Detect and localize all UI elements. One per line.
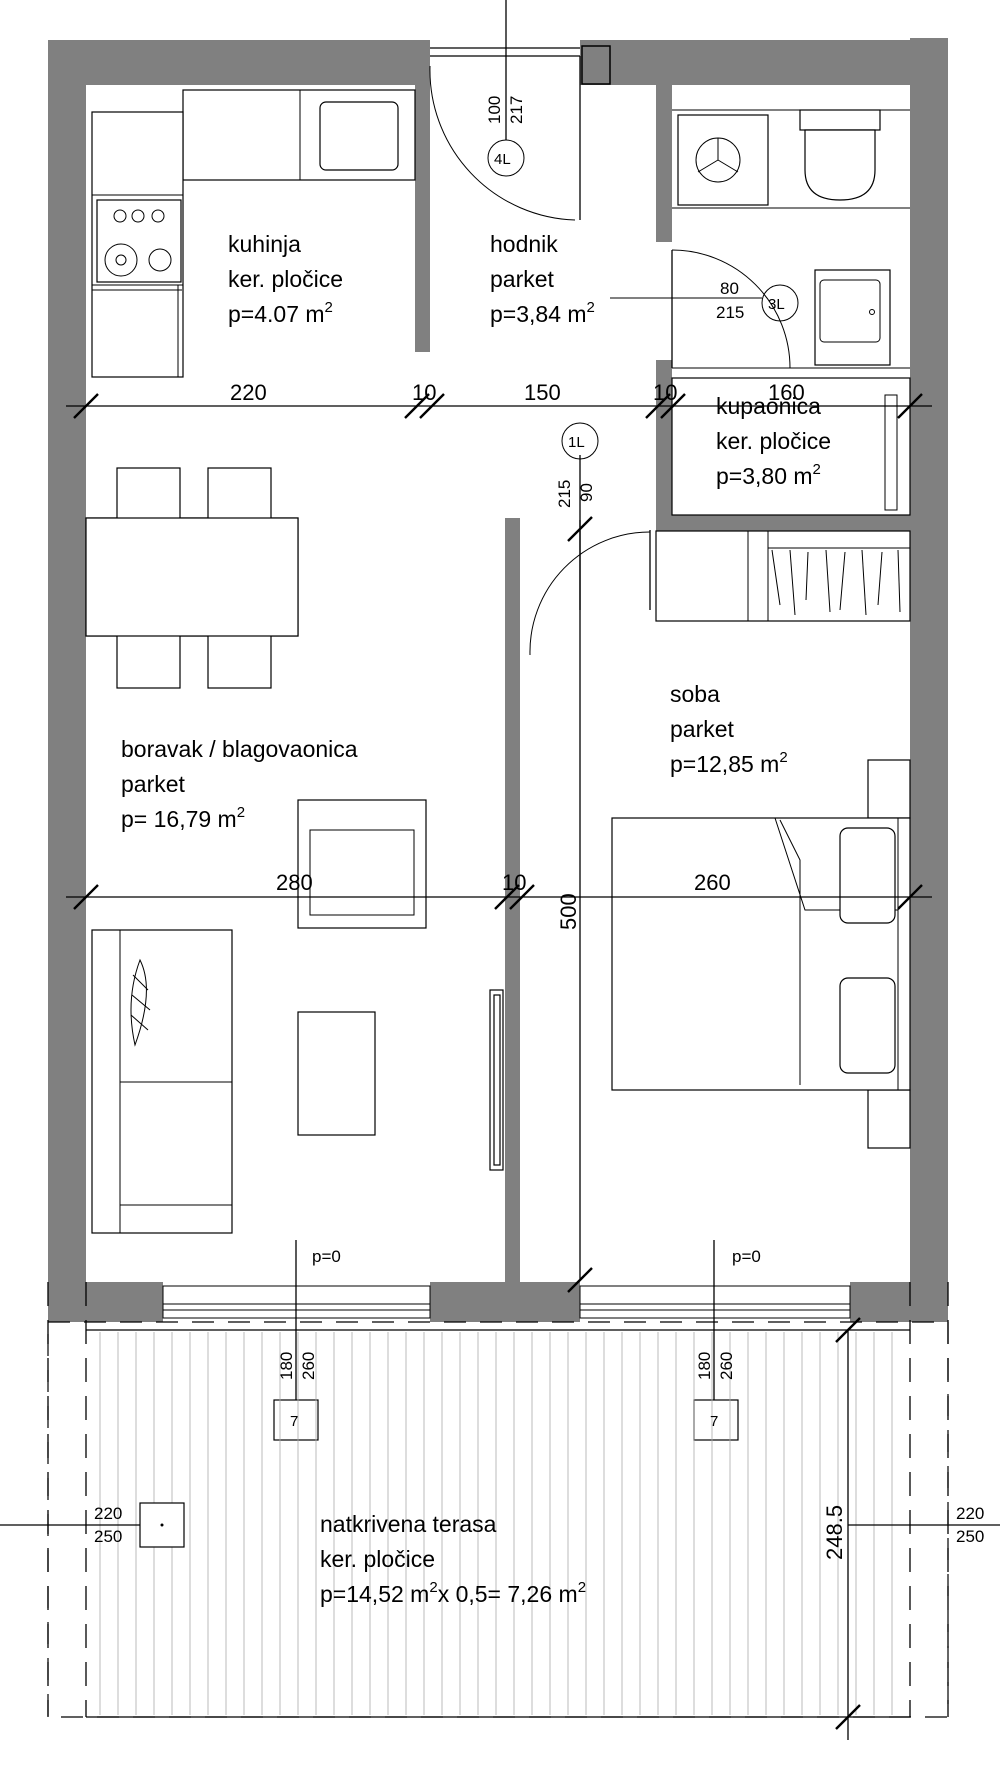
windows [162,1240,851,1441]
wall-bottom-a [48,1282,163,1322]
kupaonica-floor: ker. pločice [716,428,831,454]
dim-248-5: 248.5 [822,1505,847,1560]
door-3L-h: 215 [716,303,744,322]
hodnik-name: hodnik [490,231,558,257]
kuhinja-name: kuhinja [228,231,301,257]
walls [48,38,948,1322]
terasa-floor: ker. pločice [320,1546,435,1572]
terrace [0,1282,1000,1740]
col-left-w: 220 [94,1504,122,1523]
wardrobe [655,530,911,622]
door-labels: 4L 100 217 3L 80 215 1L 215 90 [485,96,785,508]
window-tag-box [693,1399,739,1441]
nightstand [867,1089,911,1149]
win-left-h: 260 [299,1352,318,1380]
washing-machine-icon [677,114,769,206]
col-left-h: 250 [94,1527,122,1546]
wall-kitchen-divider [415,82,430,352]
stove-icon [96,199,182,283]
room-labels: kuhinja ker. pločice p=4.07 m2 hodnik pa… [121,231,831,1607]
dim-500: 500 [556,893,581,930]
kuhinja-floor: ker. pločice [228,266,343,292]
kitchen-furniture [91,89,416,378]
pillow-icon [839,827,896,924]
dim-10-a: 10 [412,380,436,405]
toilet-icon [804,129,876,201]
boravak-name: boravak / blagovaonica [121,736,358,762]
door-1L-w: 90 [577,483,596,502]
dim-10-b: 10 [653,380,677,405]
wall-bottom-b [430,1282,580,1322]
wall-bottom-c [850,1282,948,1322]
bedroom-furniture [611,530,911,1149]
dining-set [85,467,299,689]
entry-door [429,0,581,221]
hodnik-area: p=3,84 m2 [490,299,595,327]
door-4L-w: 100 [485,96,504,124]
boravak-floor: parket [121,771,186,797]
coffee-table [297,1011,376,1136]
armchair-icon [297,799,427,929]
living-furniture [91,799,504,1234]
soba-name: soba [670,681,720,707]
hodnik-floor: parket [490,266,555,292]
win-left-w: 180 [277,1352,296,1380]
wall-right [910,38,948,1290]
soba-area: p=12,85 m2 [670,749,788,777]
dim-160: 160 [768,380,805,405]
wall-left [48,40,86,1290]
terasa-area: p=14,52 m2x 0,5= 7,26 m2 [320,1579,586,1607]
kuhinja-area: p=4.07 m2 [228,299,333,327]
bathroom-fixtures [610,109,911,516]
shower-tray [671,377,911,516]
entry-pillar [581,45,611,85]
door-1L-h: 215 [555,480,574,508]
cushion-icon [130,958,147,1047]
win-right-sill: p=0 [732,1247,761,1266]
col-right-h: 250 [956,1527,984,1546]
win-right-tag: 7 [710,1413,718,1430]
win-right-h: 260 [717,1352,736,1380]
wall-bath-left [656,82,672,242]
wall-room-divider [505,518,520,1286]
wall-top-left [48,40,430,85]
washbasin-icon [814,269,891,366]
dimension-lines [66,393,932,1293]
win-left-sill: p=0 [312,1247,341,1266]
nightstand [867,759,911,819]
wall-bath-bottom [656,515,910,531]
dim-260: 260 [694,870,731,895]
door-3L-tag: 3L [768,296,785,313]
dimension-labels: 220 10 150 10 160 280 10 260 500 248.5 [230,380,847,1560]
dim-220: 220 [230,380,267,405]
window-tag-box [273,1399,319,1441]
boravak-area: p= 16,79 m2 [121,804,245,832]
dim-10-c: 10 [502,870,526,895]
soba-floor: parket [670,716,735,742]
kupaonica-name: kupaonica [716,393,821,419]
win-right-w: 180 [695,1352,714,1380]
window-labels: p=0 p=0 180 260 180 260 7 7 220 250 220 … [94,1247,984,1546]
col-right-w: 220 [956,1504,984,1523]
sink-icon [319,101,399,171]
dim-150: 150 [524,380,561,405]
door-3L-w: 80 [720,279,739,298]
terasa-name: natkrivena terasa [320,1511,497,1537]
door-4L-tag: 4L [494,151,511,168]
kupaonica-area: p=3,80 m2 [716,461,821,489]
pillow-icon [839,977,896,1074]
door-4L-h: 217 [507,96,526,124]
win-left-tag: 7 [290,1413,298,1430]
wall-top-right [580,40,948,85]
door-1L-tag: 1L [568,434,585,451]
toilet-tank [799,109,881,131]
bedroom-door [529,422,651,1280]
dim-280: 280 [276,870,313,895]
